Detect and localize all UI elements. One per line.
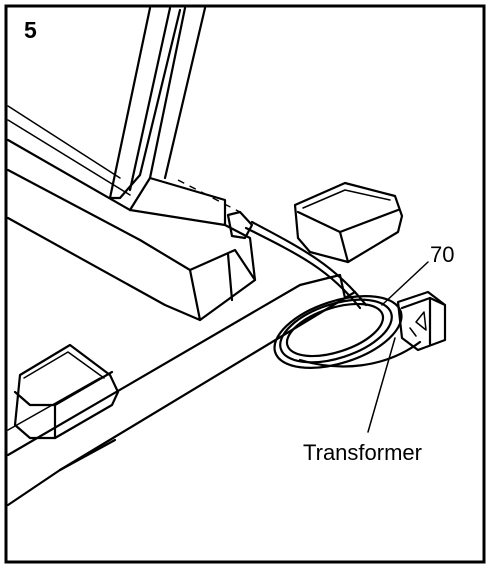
frame-leg: [6, 105, 257, 322]
part-number-label: 70: [430, 242, 454, 267]
part-70-leader-line: [381, 261, 429, 306]
rear-end-cap: [293, 181, 404, 264]
step-number: 5: [24, 17, 37, 43]
upright-post: [108, 6, 207, 200]
figure-border: [4, 4, 486, 564]
front-end-cap: [13, 343, 120, 440]
transformer-label: Transformer: [303, 440, 422, 465]
power-cord: [226, 210, 422, 369]
transformer-box: [396, 290, 447, 352]
transformer-leader-line: [367, 337, 396, 433]
